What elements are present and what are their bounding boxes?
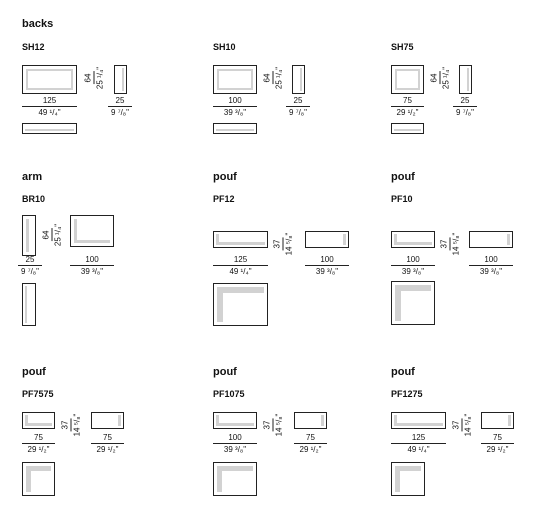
product-code-sh10: SH10 [213, 42, 236, 52]
section-title-arm: arm [22, 171, 43, 183]
product-code-pf7575: PF7575 [22, 389, 54, 399]
product-code-pf1275: PF1275 [391, 389, 423, 399]
product-code-sh75: SH75 [391, 42, 414, 52]
section-title-pouf-pf1075: pouf [213, 366, 237, 378]
pf7575-top-view [22, 462, 55, 496]
sh75-side-view [459, 65, 472, 94]
br10-side-view [22, 215, 36, 256]
pf12-side-view [305, 231, 349, 248]
pf1275-front-view [391, 412, 446, 429]
pf10-front-view [391, 231, 435, 248]
product-code-sh12: SH12 [22, 42, 45, 52]
pf10-top-view [391, 281, 435, 325]
section-title-pouf-pf10: pouf [391, 171, 415, 183]
pf1075-side-view [294, 412, 327, 429]
product-code-pf10: PF10 [391, 194, 413, 204]
br10-front-view [70, 215, 114, 247]
pf7575-side-view [91, 412, 124, 429]
br10-top-view [22, 283, 36, 326]
pf10-side-view [469, 231, 513, 248]
product-code-pf12: PF12 [213, 194, 235, 204]
sh12-side-view [114, 65, 127, 94]
section-title-pouf-pf12: pouf [213, 171, 237, 183]
sh10-top-view [213, 65, 257, 94]
section-title-backs: backs [22, 18, 54, 30]
pf12-front-view [213, 231, 268, 248]
section-title-pouf-pf1275: pouf [391, 366, 415, 378]
pf1275-top-view [391, 462, 425, 496]
section-title-pouf-pf7575: pouf [22, 366, 46, 378]
pf12-top-view [213, 283, 268, 326]
product-code-br10: BR10 [22, 194, 46, 204]
sh10-side-view [292, 65, 305, 94]
pf7575-front-view [22, 412, 55, 429]
sh75-front-view [391, 123, 424, 134]
sh12-front-view [22, 123, 77, 134]
pf1275-side-view [481, 412, 514, 429]
pf1075-top-view [213, 462, 257, 496]
sh12-top-view [22, 65, 77, 94]
pf1075-front-view [213, 412, 257, 429]
sh75-top-view [391, 65, 424, 94]
sh10-front-view [213, 123, 257, 134]
product-code-pf1075: PF1075 [213, 389, 245, 399]
